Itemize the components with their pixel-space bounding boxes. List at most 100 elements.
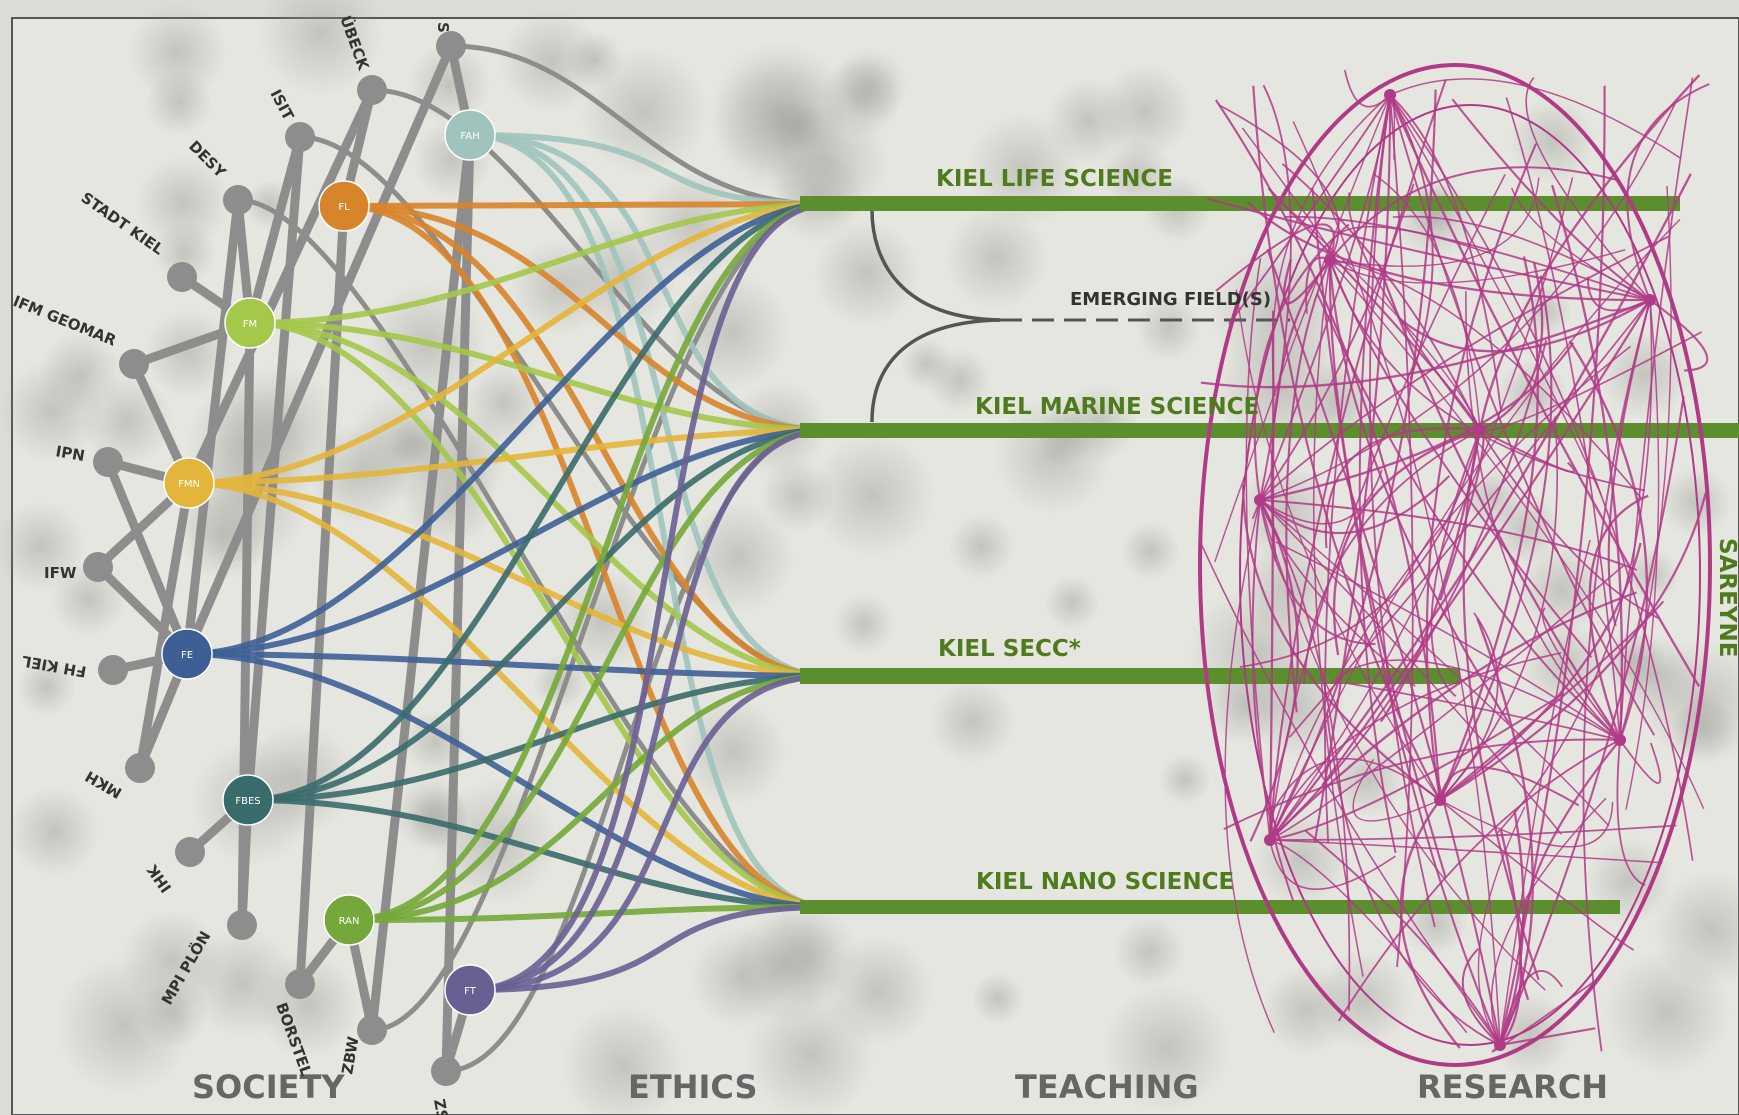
research-link [1269,692,1565,842]
research-link [1389,94,1602,495]
texture-blob [1121,521,1180,581]
research-link [1616,739,1646,887]
research-link [1259,499,1376,646]
research-link [1389,94,1656,736]
research-link [1619,77,1694,741]
research-link [1479,261,1544,432]
research-link [1392,215,1651,301]
research-link [1269,174,1506,841]
faculty-curve-fbes [247,797,831,910]
research-link [1439,799,1614,848]
faculty-curve-fl [343,201,831,209]
research-link [1239,429,1481,668]
field-bar-marine-science [800,423,1739,438]
texture-blob [1599,329,1690,420]
research-link [1498,85,1606,1046]
research-link [1269,340,1548,841]
texture-blob [1330,742,1405,818]
research-hub [1614,734,1626,746]
research-link [1626,83,1710,301]
texture-blob [1060,384,1138,462]
research-link [1451,98,1651,301]
faculty-curve-fbes [247,201,831,803]
research-link [1311,187,1501,1046]
research-link [1476,617,1534,1046]
texture-blob [136,156,230,250]
institution-node-mkh [125,753,155,783]
research-link [1358,94,1397,854]
texture-blob [1660,466,1732,538]
research-hub [1254,494,1266,506]
research-link [1269,345,1631,841]
research-link [1329,259,1705,810]
institution-node-desy [223,185,253,215]
research-link [1439,542,1642,801]
research-link [1266,248,1502,1046]
research-link [1525,77,1651,301]
research-link [1268,310,1275,841]
research-link [1312,259,1364,977]
texture-blob [929,678,1015,765]
research-link [1259,469,1383,525]
research-link [1372,173,1481,431]
research-link [1499,539,1591,1046]
research-link [1490,797,1607,1046]
texture-blob [257,0,384,97]
faculty-node-fm [224,297,276,349]
research-link [1439,600,1665,801]
research-link [1499,828,1523,1046]
faculty-curve-fbes [247,427,831,803]
research-link [1269,652,1562,841]
research-link [1498,810,1525,1046]
research-link [1200,544,1501,1046]
faculty-label-fe: FE [181,650,193,661]
research-hub [1384,89,1396,101]
faculty-curve-fah [469,132,831,207]
research-link [1270,259,1331,562]
research-link [1292,121,1501,1046]
research-link [1313,94,1392,843]
texture-blob [1672,696,1736,761]
faculty-curve-ran [348,673,831,923]
texture-blob [1113,916,1185,988]
faculty-curve-fm [249,201,831,326]
texture-blob [900,337,953,390]
category-society: SOCIETY [192,1068,345,1106]
texture-blob [810,432,936,558]
research-link [1269,591,1637,841]
institution-link [295,201,349,989]
research-link [1389,94,1694,861]
research-link [1619,739,1662,784]
institution-node-fh-kiel [98,655,128,685]
institution-node-ipn [93,447,123,477]
faculty-label-fl: FL [338,202,350,213]
research-link [1582,299,1651,1052]
research-link [1439,492,1707,801]
texture-blob [971,972,1024,1025]
faculty-curve-fe [186,201,831,657]
faculty-curve-fl [343,203,831,433]
institution-field-curve [450,43,821,207]
faculty-node-ran [323,894,375,946]
faculty-node-fah [444,109,496,161]
research-link [1337,739,1621,1022]
faculty-label-fmn: FMN [178,479,200,490]
texture-blob [561,1004,685,1115]
texture-blob [1044,575,1100,631]
field-label-nano-science: KIEL NANO SCIENCE [976,869,1234,895]
institution-node-borstel [285,969,315,999]
research-link [1389,78,1682,160]
research-link [1328,259,1511,725]
institution-node-isit [285,122,315,152]
research-link [1377,263,1621,741]
institution-link [182,195,243,659]
texture-blob [1652,870,1739,989]
texture-blob [948,513,1015,580]
faculty-label-fbes: FBES [235,796,260,807]
emerging-field-label: EMERGING FIELD(S) [1070,289,1271,310]
research-link [1328,259,1447,879]
texture-blob [813,220,920,327]
texture-blob [1261,964,1352,1056]
research-link [1438,256,1539,801]
